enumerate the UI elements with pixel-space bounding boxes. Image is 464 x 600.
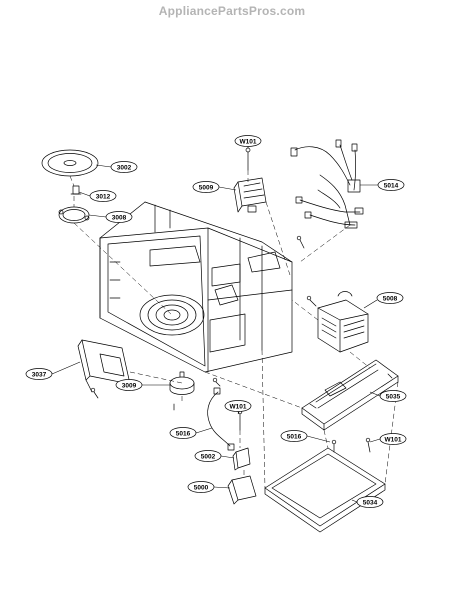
svg-text:5009: 5009 bbox=[199, 184, 214, 191]
label-5009[interactable]: 5009 bbox=[192, 181, 220, 193]
high-voltage-transformer bbox=[317, 291, 369, 353]
label-5016-left[interactable]: 5016 bbox=[169, 427, 197, 439]
svg-text:5034: 5034 bbox=[363, 499, 378, 506]
fuse-holder bbox=[227, 475, 257, 505]
svg-text:5002: 5002 bbox=[201, 453, 216, 460]
svg-text:5016: 5016 bbox=[176, 430, 191, 437]
door-switch bbox=[232, 447, 251, 471]
roller-ring bbox=[58, 206, 90, 224]
svg-text:W101: W101 bbox=[385, 436, 402, 443]
svg-text:3002: 3002 bbox=[117, 164, 132, 171]
label-5000[interactable]: 5000 bbox=[187, 481, 215, 493]
thermal-cutoff-wire bbox=[207, 387, 235, 451]
label-3002[interactable]: 3002 bbox=[110, 161, 138, 173]
label-leader-lines bbox=[51, 146, 381, 503]
label-5008[interactable]: 5008 bbox=[376, 292, 404, 304]
svg-text:5000: 5000 bbox=[194, 484, 209, 491]
label-5034[interactable]: 5034 bbox=[356, 496, 384, 508]
label-5002[interactable]: 5002 bbox=[194, 450, 222, 462]
label-w101-middle[interactable]: W101 bbox=[224, 400, 252, 412]
site-watermark: AppliancePartsPros.com bbox=[158, 4, 306, 18]
label-3037[interactable]: 3037 bbox=[25, 368, 53, 380]
turntable-coupler bbox=[70, 185, 82, 195]
svg-text:3009: 3009 bbox=[122, 382, 137, 389]
label-w101-top[interactable]: W101 bbox=[234, 135, 262, 147]
label-w101-right[interactable]: W101 bbox=[379, 433, 407, 445]
svg-text:5014: 5014 bbox=[384, 182, 399, 189]
svg-text:W101: W101 bbox=[230, 403, 247, 410]
label-3008[interactable]: 3008 bbox=[105, 211, 133, 223]
label-3012[interactable]: 3012 bbox=[89, 190, 117, 202]
bottom-cover-plate bbox=[264, 447, 386, 533]
label-5035[interactable]: 5035 bbox=[379, 390, 407, 402]
part-labels: 3002 3012 3008 W101 5009 5014 5008 3037 bbox=[25, 135, 407, 508]
svg-text:W101: W101 bbox=[240, 138, 257, 145]
label-5016-right[interactable]: 5016 bbox=[280, 430, 308, 442]
magnetron bbox=[233, 177, 267, 213]
oven-cavity-chassis bbox=[99, 201, 293, 373]
svg-text:3008: 3008 bbox=[112, 214, 127, 221]
turntable-motor bbox=[169, 371, 195, 411]
svg-text:5008: 5008 bbox=[383, 295, 398, 302]
svg-text:5035: 5035 bbox=[386, 393, 401, 400]
svg-text:3037: 3037 bbox=[32, 371, 47, 378]
label-5014[interactable]: 5014 bbox=[377, 179, 405, 191]
label-3009[interactable]: 3009 bbox=[115, 379, 143, 391]
wire-harness bbox=[290, 139, 364, 229]
svg-text:3012: 3012 bbox=[96, 193, 111, 200]
svg-text:5016: 5016 bbox=[287, 433, 302, 440]
glass-turntable-tray bbox=[41, 149, 99, 177]
